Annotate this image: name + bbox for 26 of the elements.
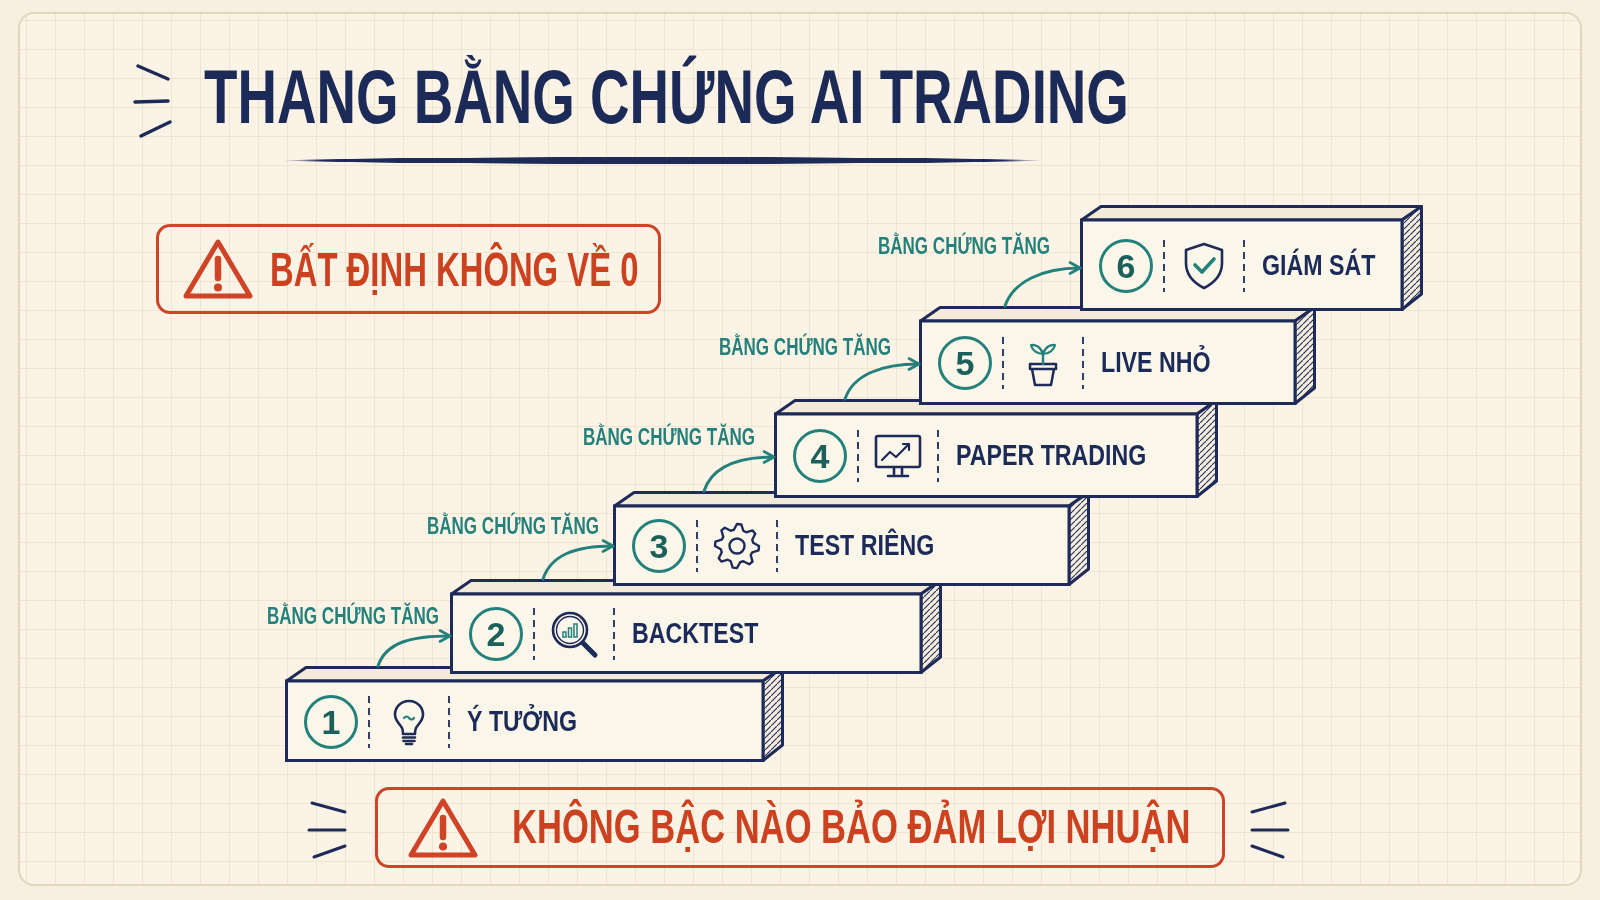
edge-label: BẰNG CHỨNG TĂNG xyxy=(427,511,600,541)
step-label: TEST RIÊNG xyxy=(795,527,935,564)
arrow xyxy=(702,450,776,493)
warning-banner xyxy=(375,787,1225,868)
edge-label: BẰNG CHỨNG TĂNG xyxy=(267,601,440,631)
edge-label: BẰNG CHỨNG TĂNG xyxy=(583,422,756,452)
edge-label: BẰNG CHỨNG TĂNG xyxy=(719,332,892,362)
edge-label: BẰNG CHỨNG TĂNG xyxy=(878,231,1051,261)
arrow xyxy=(541,539,615,581)
step-label: Ý TƯỞNG xyxy=(467,703,577,739)
step-number: 3 xyxy=(632,519,686,573)
step-number: 5 xyxy=(938,336,992,390)
step-number: 2 xyxy=(469,607,523,661)
step-number: 1 xyxy=(304,694,358,749)
step-number: 6 xyxy=(1099,238,1153,293)
warning-text: KHÔNG BẬC NÀO BẢO ĐẢM LỢI NHUẬN xyxy=(512,798,1191,856)
step-label: GIÁM SÁT xyxy=(1262,247,1376,283)
step-label: LIVE NHỎ xyxy=(1101,344,1211,381)
step-label: PAPER TRADING xyxy=(956,438,1147,474)
arrow xyxy=(376,629,452,668)
warning-banner xyxy=(156,224,661,314)
step-number: 4 xyxy=(793,429,847,483)
warning-text: BẤT ĐỊNH KHÔNG VỀ 0 xyxy=(270,240,639,298)
step-label: BACKTEST xyxy=(632,616,759,652)
arrow xyxy=(843,357,921,401)
arrow xyxy=(1003,261,1082,308)
